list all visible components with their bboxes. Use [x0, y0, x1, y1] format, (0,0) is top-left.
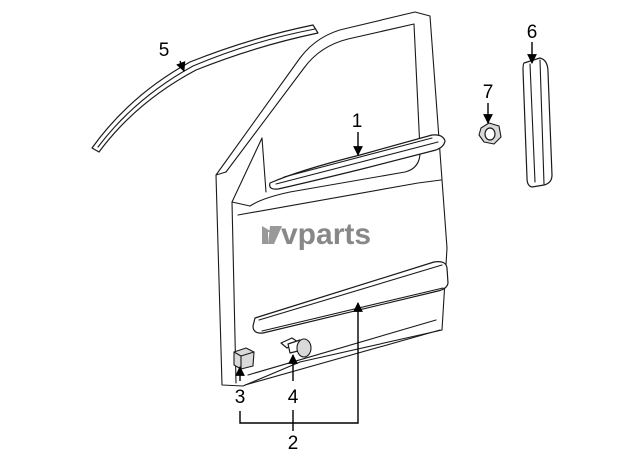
- hex-nut: [478, 122, 502, 145]
- push-pin-fastener: [280, 337, 312, 358]
- callout-4: 4: [288, 387, 299, 408]
- callout-2: 2: [288, 433, 299, 454]
- leader-lines: [176, 42, 537, 431]
- callout-6: 6: [527, 22, 538, 43]
- roof-molding: [91, 24, 319, 153]
- door-shell: [215, 11, 448, 387]
- pillar-garnish: [522, 57, 553, 188]
- upper-side-molding: [269, 134, 446, 190]
- callout-1: 1: [352, 111, 363, 132]
- callout-labels: 1 2 3 4 5 6 7: [159, 22, 538, 454]
- molding-clip: [233, 347, 255, 370]
- callout-5: 5: [159, 40, 170, 61]
- watermark-logo: vparts: [262, 218, 371, 251]
- callout-3: 3: [235, 387, 246, 408]
- watermark-text: vparts: [281, 218, 371, 251]
- callout-7: 7: [483, 82, 494, 103]
- lower-side-molding: [252, 261, 449, 334]
